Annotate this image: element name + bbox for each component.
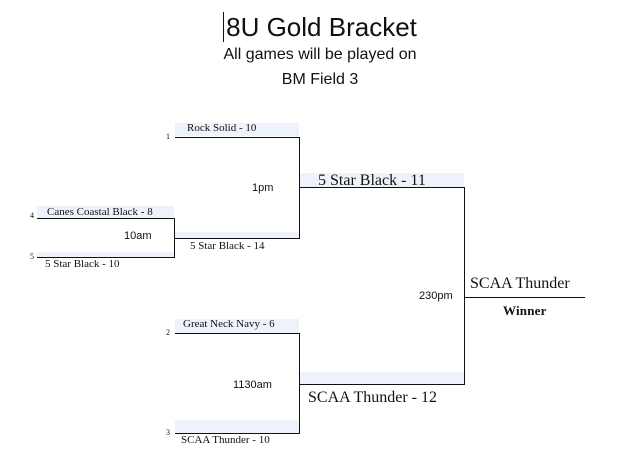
bracket-line: [175, 238, 299, 239]
bracket-line: [175, 433, 299, 434]
slot-highlight: [37, 252, 174, 258]
slot-highlight: [175, 232, 299, 239]
slot-highlight: [175, 123, 299, 136]
team-slot: SCAA Thunder - 12: [308, 389, 438, 406]
bracket-line: [465, 297, 585, 298]
winner-label: Winner: [503, 303, 547, 318]
team-slot: SCAA Thunder - 10: [181, 434, 270, 446]
bracket-line: [464, 187, 465, 385]
bracket-line: [175, 137, 299, 138]
team-slot: 5 Star Black - 10: [45, 258, 120, 270]
team-slot: 5 Star Black - 14: [190, 240, 265, 252]
team-slot: Canes Coastal Black - 8: [47, 206, 153, 218]
game-time: 1130am: [233, 379, 272, 391]
page-title: 8U Gold Bracket: [0, 12, 640, 43]
game-time: 1pm: [252, 182, 274, 194]
bracket-line: [299, 333, 300, 434]
subtitle-line-1: All games will be played on: [223, 46, 417, 63]
team-slot: Great Neck Navy - 6: [183, 318, 275, 330]
game-time: 230pm: [419, 290, 453, 302]
subtitle-line-2: BM Field 3: [281, 71, 359, 88]
slot-highlight: [37, 206, 174, 218]
bracket-line: [300, 187, 464, 188]
game-time: 10am: [124, 230, 152, 242]
bracket-line: [300, 384, 464, 385]
seed-number: 2: [166, 328, 170, 337]
team-slot: Rock Solid - 10: [187, 122, 257, 134]
slot-highlight: [175, 319, 299, 333]
seed-number: 1: [166, 132, 170, 141]
bracket-line: [299, 137, 300, 239]
seed-number: 5: [30, 252, 34, 261]
team-slot: 5 Star Black - 11: [318, 172, 426, 189]
seed-number: 3: [166, 428, 170, 437]
bracket-line: [174, 218, 175, 258]
champion-team: SCAA Thunder: [470, 275, 570, 292]
slot-highlight: [175, 420, 299, 433]
bracket-line: [175, 333, 299, 334]
slot-highlight: [300, 173, 464, 187]
slot-highlight: [300, 372, 464, 384]
bracket-line: [37, 257, 174, 258]
seed-number: 4: [30, 211, 34, 220]
bracket-line: [37, 218, 174, 219]
